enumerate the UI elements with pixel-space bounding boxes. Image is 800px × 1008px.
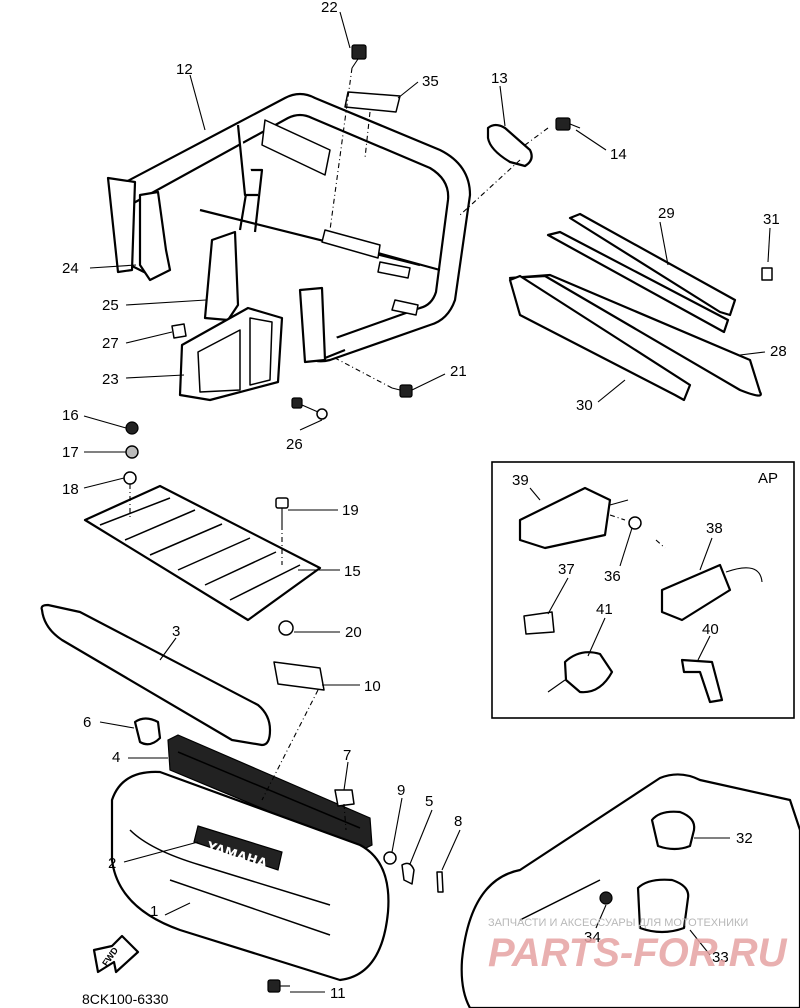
callout-40: 40 — [702, 621, 719, 638]
callout-38: 38 — [706, 520, 723, 537]
bolt-34 — [599, 891, 613, 905]
watermark-line2: PARTS-FOR.RU — [488, 931, 788, 975]
callout-22: 22 — [321, 0, 338, 16]
bracket-4 — [167, 734, 373, 851]
callout-28: 28 — [770, 343, 787, 360]
callout-12: 12 — [176, 61, 193, 78]
callout-26: 26 — [286, 436, 303, 453]
watermark-line1: ЗАПЧАСТИ И АКСЕССУАРЫ ДЛЯ МОТОТЕХНИКИ — [488, 917, 748, 929]
callout-16: 16 — [62, 407, 79, 424]
callout-3: 3 — [172, 623, 180, 640]
forward-arrow-icon: FWD — [92, 934, 140, 974]
pad-3 — [40, 603, 272, 747]
diagram-code: 8CK100-6330 — [82, 991, 169, 1007]
callout-30: 30 — [576, 397, 593, 414]
clip-7 — [334, 789, 355, 807]
ap-inset: AP — [491, 461, 795, 719]
callout-20: 20 — [345, 624, 362, 641]
region-label: AP — [758, 470, 778, 487]
strip-29 — [568, 212, 737, 317]
callout-27: 27 — [102, 335, 119, 352]
bracket-13 — [486, 123, 533, 168]
callout-14: 14 — [610, 146, 627, 163]
callout-34: 34 — [584, 929, 601, 946]
callout-17: 17 — [62, 444, 79, 461]
nut-20 — [278, 620, 294, 636]
callout-32: 32 — [736, 830, 753, 847]
bolt-26 — [291, 397, 328, 420]
watermark: ЗАПЧАСТИ И АКСЕССУАРЫ ДЛЯ МОТОТЕХНИКИ PA… — [488, 917, 788, 975]
washer-17 — [125, 445, 139, 459]
callout-9: 9 — [397, 782, 405, 799]
callout-15: 15 — [344, 563, 361, 580]
callout-18: 18 — [62, 481, 79, 498]
switch-41 — [563, 651, 614, 694]
nut-36 — [628, 516, 642, 530]
filler-neck-33 — [636, 878, 690, 934]
callout-labels: 1 2 3 4 5 6 7 8 9 10 11 12 13 14 15 16 1… — [62, 0, 787, 1002]
bolt-11 — [267, 979, 290, 993]
clip-27 — [171, 323, 187, 339]
callout-21: 21 — [450, 363, 467, 380]
clip-5 — [401, 862, 415, 885]
rack-plate-15 — [83, 484, 322, 622]
screw-31 — [761, 267, 773, 281]
callout-2: 2 — [108, 855, 116, 872]
bolt-19 — [275, 497, 289, 525]
callout-11: 11 — [330, 985, 346, 1002]
bolt-21 — [391, 384, 413, 398]
callout-8: 8 — [454, 813, 462, 830]
bracket-23 — [178, 306, 284, 402]
relay-39 — [518, 486, 612, 550]
bracket-25 — [203, 230, 240, 322]
clip-37 — [523, 611, 555, 635]
nut-9 — [383, 851, 397, 865]
screw-8 — [436, 871, 444, 893]
emblem-2 — [193, 825, 283, 871]
callout-4: 4 — [112, 749, 120, 766]
callout-25: 25 — [102, 297, 119, 314]
callout-36: 36 — [604, 568, 621, 585]
label-plate-35 — [344, 91, 401, 113]
callout-5: 5 — [425, 793, 433, 810]
bolt-14 — [555, 117, 581, 131]
callout-7: 7 — [343, 747, 351, 764]
callout-31: 31 — [763, 211, 780, 228]
cap-32 — [650, 810, 696, 851]
side-cover-28 — [508, 273, 762, 397]
plate-10 — [273, 661, 325, 691]
nut-16 — [125, 421, 139, 435]
rear-carrier-frame — [106, 92, 472, 364]
callout-10: 10 — [364, 678, 381, 695]
callout-6: 6 — [83, 714, 91, 731]
callout-35: 35 — [422, 73, 439, 90]
callout-1: 1 — [150, 903, 158, 920]
leader-lines — [129, 67, 666, 831]
callout-39: 39 — [512, 472, 529, 489]
bracket-40 — [680, 658, 724, 704]
callout-37: 37 — [558, 561, 575, 578]
strip-30b — [508, 274, 692, 402]
callout-19: 19 — [342, 502, 359, 519]
callout-41: 41 — [596, 601, 613, 618]
clip-6 — [133, 717, 162, 746]
callout-24: 24 — [62, 260, 79, 277]
bracket-24 — [138, 190, 172, 282]
callout-29: 29 — [658, 205, 675, 222]
collar-18 — [123, 471, 137, 485]
callout-33: 33 — [712, 949, 729, 966]
strip-30 — [546, 230, 730, 334]
bolt-22 — [351, 44, 367, 69]
callout-23: 23 — [102, 371, 119, 388]
front-panel-1: YAMAHA — [110, 770, 390, 982]
fuel-tank — [460, 773, 800, 1008]
callout-leaders — [83, 11, 771, 993]
callout-13: 13 — [491, 70, 508, 87]
relay-38 — [660, 563, 732, 622]
